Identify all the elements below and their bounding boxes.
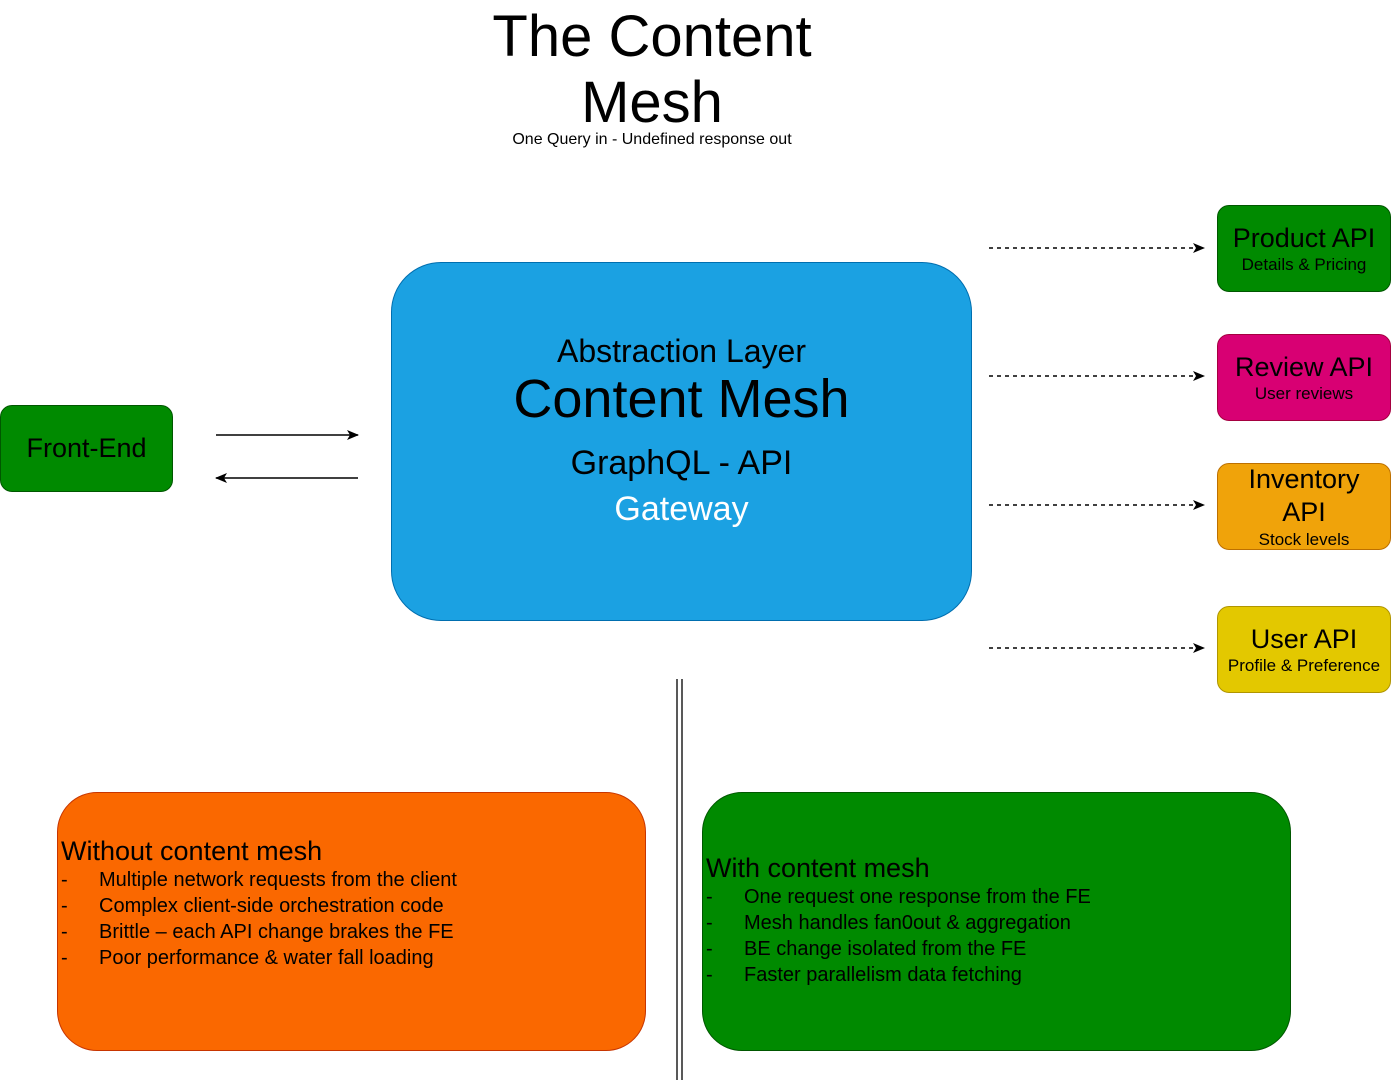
list-item-text: Faster parallelism data fetching bbox=[744, 964, 1022, 986]
bullet-dash: - bbox=[706, 886, 713, 908]
bullet-dash: - bbox=[61, 947, 68, 969]
bullet-dash: - bbox=[61, 921, 68, 943]
content-mesh-node[interactable]: Abstraction Layer Content Mesh GraphQL -… bbox=[391, 262, 972, 621]
list-item: - Mesh handles fan0out & aggregation bbox=[706, 910, 1290, 936]
without-mesh-heading: Without content mesh bbox=[61, 836, 323, 866]
list-item-text: Brittle – each API change brakes the FE bbox=[99, 921, 454, 943]
with-mesh-heading: With content mesh bbox=[706, 853, 930, 883]
list-item: - Brittle – each API change brakes the FE bbox=[61, 919, 645, 945]
list-item: - Faster parallelism data fetching bbox=[706, 962, 1290, 988]
list-item: - Complex client-side orchestration code bbox=[61, 893, 645, 919]
list-item-text: Multiple network requests from the clien… bbox=[99, 869, 457, 891]
bullet-dash: - bbox=[61, 895, 68, 917]
frontend-node[interactable]: Front-End bbox=[0, 405, 173, 492]
diagram-title: The Content Mesh bbox=[492, 4, 812, 135]
bullet-dash: - bbox=[706, 938, 713, 960]
api-name: Inventory API bbox=[1248, 463, 1360, 527]
api-description: User reviews bbox=[1254, 383, 1354, 403]
api-name: User API bbox=[1250, 623, 1358, 654]
list-item-text: Poor performance & water fall loading bbox=[99, 947, 434, 969]
with-mesh-list: - One request one response from the FE - M… bbox=[706, 884, 1290, 988]
without-mesh-list: - Multiple network requests from the clie… bbox=[61, 867, 645, 971]
list-item-text: One request one response from the FE bbox=[744, 886, 1091, 908]
user-api-node[interactable]: User API Profile & Preference bbox=[1217, 606, 1391, 693]
without-mesh-panel: Without content mesh - Multiple network r… bbox=[57, 792, 646, 1051]
mesh-title: Content Mesh bbox=[513, 368, 850, 429]
list-item: - BE change isolated from the FE bbox=[706, 936, 1290, 962]
api-name: Review API bbox=[1234, 351, 1374, 382]
api-description: Stock levels bbox=[1258, 529, 1350, 549]
inventory-api-node[interactable]: Inventory API Stock levels bbox=[1217, 463, 1391, 550]
api-description: Details & Pricing bbox=[1241, 254, 1367, 274]
list-item-text: Mesh handles fan0out & aggregation bbox=[744, 912, 1071, 934]
list-item-text: BE change isolated from the FE bbox=[744, 938, 1027, 960]
bullet-dash: - bbox=[706, 912, 713, 934]
frontend-label: Front-End bbox=[26, 433, 147, 463]
review-api-node[interactable]: Review API User reviews bbox=[1217, 334, 1391, 421]
list-item: - Poor performance & water fall loading bbox=[61, 945, 645, 971]
mesh-layer-label: Abstraction Layer bbox=[556, 332, 806, 369]
api-name: Product API bbox=[1232, 222, 1376, 253]
bullet-dash: - bbox=[61, 869, 68, 891]
mesh-api-label: GraphQL - API bbox=[570, 443, 793, 482]
mesh-gateway-label: Gateway bbox=[614, 489, 749, 528]
list-item-text: Complex client-side orchestration code bbox=[99, 895, 444, 917]
diagram-subtitle: One Query in - Undefined response out bbox=[512, 131, 792, 148]
product-api-node[interactable]: Product API Details & Pricing bbox=[1217, 205, 1391, 292]
with-mesh-panel: With content mesh - One request one respo… bbox=[702, 792, 1291, 1051]
bullet-dash: - bbox=[706, 964, 713, 986]
api-description: Profile & Preference bbox=[1227, 655, 1381, 675]
list-item: - One request one response from the FE bbox=[706, 884, 1290, 910]
list-item: - Multiple network requests from the clie… bbox=[61, 867, 645, 893]
